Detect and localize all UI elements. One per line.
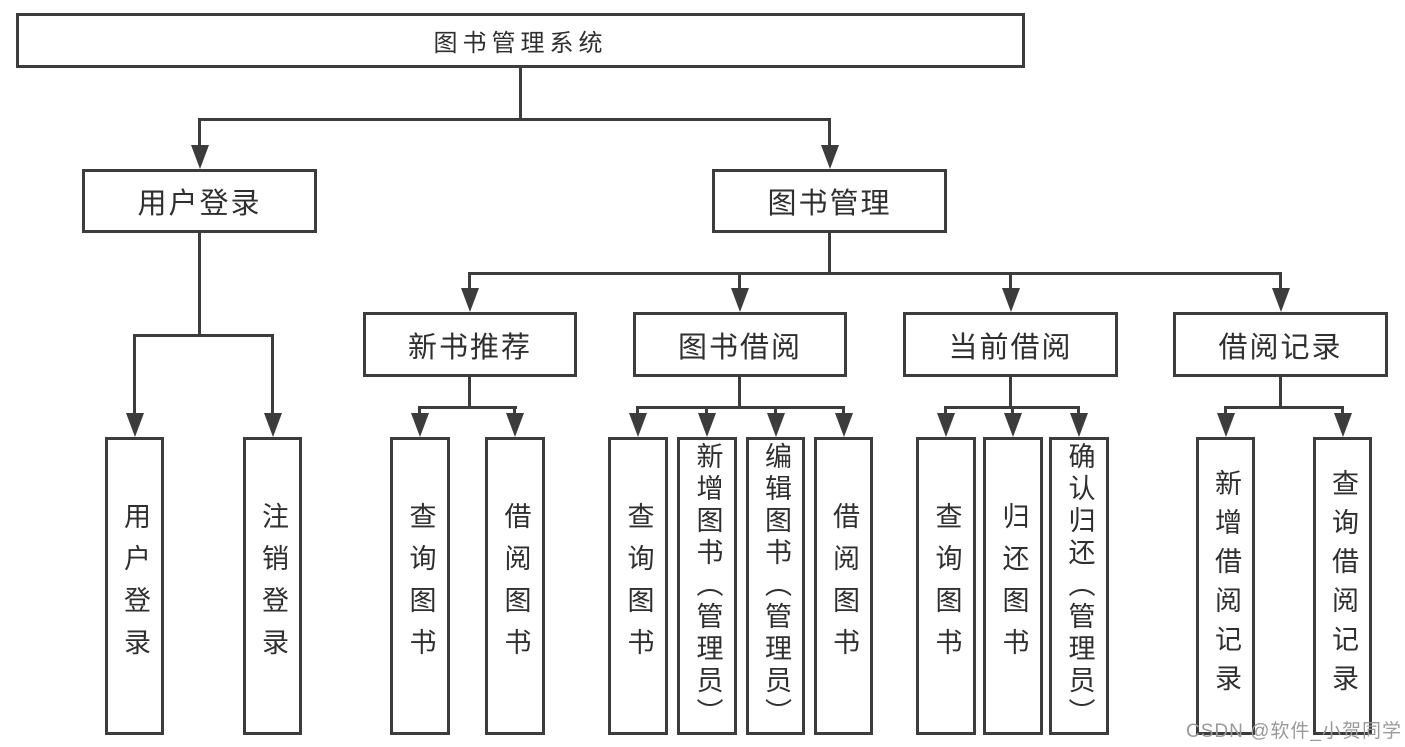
connector-line — [1077, 406, 1080, 418]
arrow-down-icon — [506, 413, 524, 437]
node-book-borrow: 图书借阅 — [633, 312, 847, 377]
connector-line — [1009, 272, 1012, 290]
arrow-down-icon — [820, 145, 839, 169]
connector-line — [738, 377, 741, 408]
node-label: 借阅图书 — [829, 502, 859, 670]
node-label: 借阅图书 — [500, 502, 531, 670]
connector-line — [468, 377, 471, 408]
arrow-down-icon — [263, 413, 282, 437]
node-label: 图书管理系统 — [433, 30, 608, 57]
node-label: 新增借阅记录 — [1211, 469, 1241, 703]
arrow-down-icon — [1001, 288, 1020, 312]
arrow-down-icon — [766, 413, 785, 437]
node-book-management: 图书管理 — [712, 169, 947, 233]
node-label: 查询图书 — [623, 502, 654, 670]
leaf-query-borrow-record: 查询借阅记录 — [1313, 437, 1372, 735]
arrow-down-icon — [1333, 413, 1352, 437]
connector-line — [842, 406, 845, 418]
connector-line — [1224, 406, 1344, 409]
connector-line — [133, 334, 136, 418]
node-label: 编辑图书（管理员） — [761, 442, 791, 730]
connector-line — [636, 406, 639, 418]
connector-line — [468, 272, 1281, 275]
node-label: 图书管理 — [767, 188, 892, 220]
leaf-confirm-return-admin: 确认归还（管理员） — [1049, 437, 1109, 735]
connector-line — [418, 406, 421, 418]
leaf-add-books-admin: 新增图书（管理员） — [677, 437, 737, 735]
connector-line — [1279, 377, 1282, 408]
connector-line — [519, 68, 522, 119]
connector-line — [774, 406, 777, 418]
arrow-down-icon — [1070, 413, 1088, 437]
connector-line — [738, 272, 741, 290]
leaf-borrow-books: 借阅图书 — [485, 437, 545, 735]
connector-line — [705, 406, 708, 418]
node-label: 查询图书 — [931, 502, 962, 670]
arrow-down-icon — [1004, 413, 1022, 437]
arrow-down-icon — [461, 288, 479, 312]
arrow-down-icon — [629, 413, 647, 437]
connector-line — [271, 334, 274, 418]
node-label: 借阅记录 — [1218, 331, 1343, 364]
leaf-edit-books-admin: 编辑图书（管理员） — [746, 437, 805, 735]
node-label: 查询借阅记录 — [1328, 469, 1358, 703]
connector-line — [198, 118, 831, 121]
node-library-management-system: 图书管理系统 — [16, 13, 1025, 68]
connector-line — [133, 334, 274, 337]
node-label: 确认归还（管理员） — [1064, 442, 1095, 730]
node-label: 注销登录 — [258, 502, 288, 670]
node-label: 图书借阅 — [677, 331, 802, 364]
node-label: 当前借阅 — [948, 331, 1073, 364]
node-label: 新增图书（管理员） — [692, 442, 723, 730]
connector-line — [828, 233, 831, 275]
node-user-login: 用户登录 — [82, 169, 317, 233]
node-current-borrow: 当前借阅 — [903, 312, 1118, 377]
connector-line — [513, 406, 516, 418]
arrow-down-icon — [411, 413, 429, 437]
arrow-down-icon — [731, 288, 749, 312]
node-new-book-recommend: 新书推荐 — [363, 312, 577, 377]
node-label: 查询图书 — [405, 502, 436, 670]
leaf-query-books: 查询图书 — [390, 437, 450, 735]
connector-line — [1224, 406, 1227, 418]
connector-line — [828, 118, 831, 148]
leaf-query-books: 查询图书 — [608, 437, 668, 735]
connector-line — [944, 406, 947, 418]
node-label: 归还图书 — [998, 502, 1029, 670]
leaf-logout: 注销登录 — [243, 437, 302, 735]
node-label: 用户登录 — [120, 502, 150, 670]
connector-line — [1341, 406, 1344, 418]
leaf-query-books: 查询图书 — [916, 437, 976, 735]
connector-line — [1009, 377, 1012, 408]
arrow-down-icon — [190, 145, 209, 169]
arrow-down-icon — [937, 413, 955, 437]
arrow-down-icon — [1271, 288, 1290, 312]
node-borrow-records: 借阅记录 — [1173, 312, 1388, 377]
connector-line — [198, 233, 201, 335]
arrow-down-icon — [698, 413, 716, 437]
node-label: 新书推荐 — [407, 331, 532, 364]
arrow-down-icon — [834, 413, 853, 437]
connector-line — [198, 118, 201, 148]
connector-line — [1279, 272, 1282, 290]
connector-line — [1011, 406, 1014, 418]
leaf-add-borrow-record: 新增借阅记录 — [1196, 437, 1255, 735]
csdn-watermark: CSDN @软件_小贺同学 — [1186, 721, 1402, 742]
connector-line — [636, 406, 845, 409]
leaf-user-login: 用户登录 — [105, 437, 164, 735]
leaf-return-books: 归还图书 — [983, 437, 1043, 735]
leaf-borrow-books: 借阅图书 — [814, 437, 873, 735]
arrow-down-icon — [1216, 413, 1235, 437]
node-label: 用户登录 — [137, 188, 262, 220]
connector-line — [418, 406, 517, 409]
connector-line — [468, 272, 471, 290]
arrow-down-icon — [125, 413, 144, 437]
